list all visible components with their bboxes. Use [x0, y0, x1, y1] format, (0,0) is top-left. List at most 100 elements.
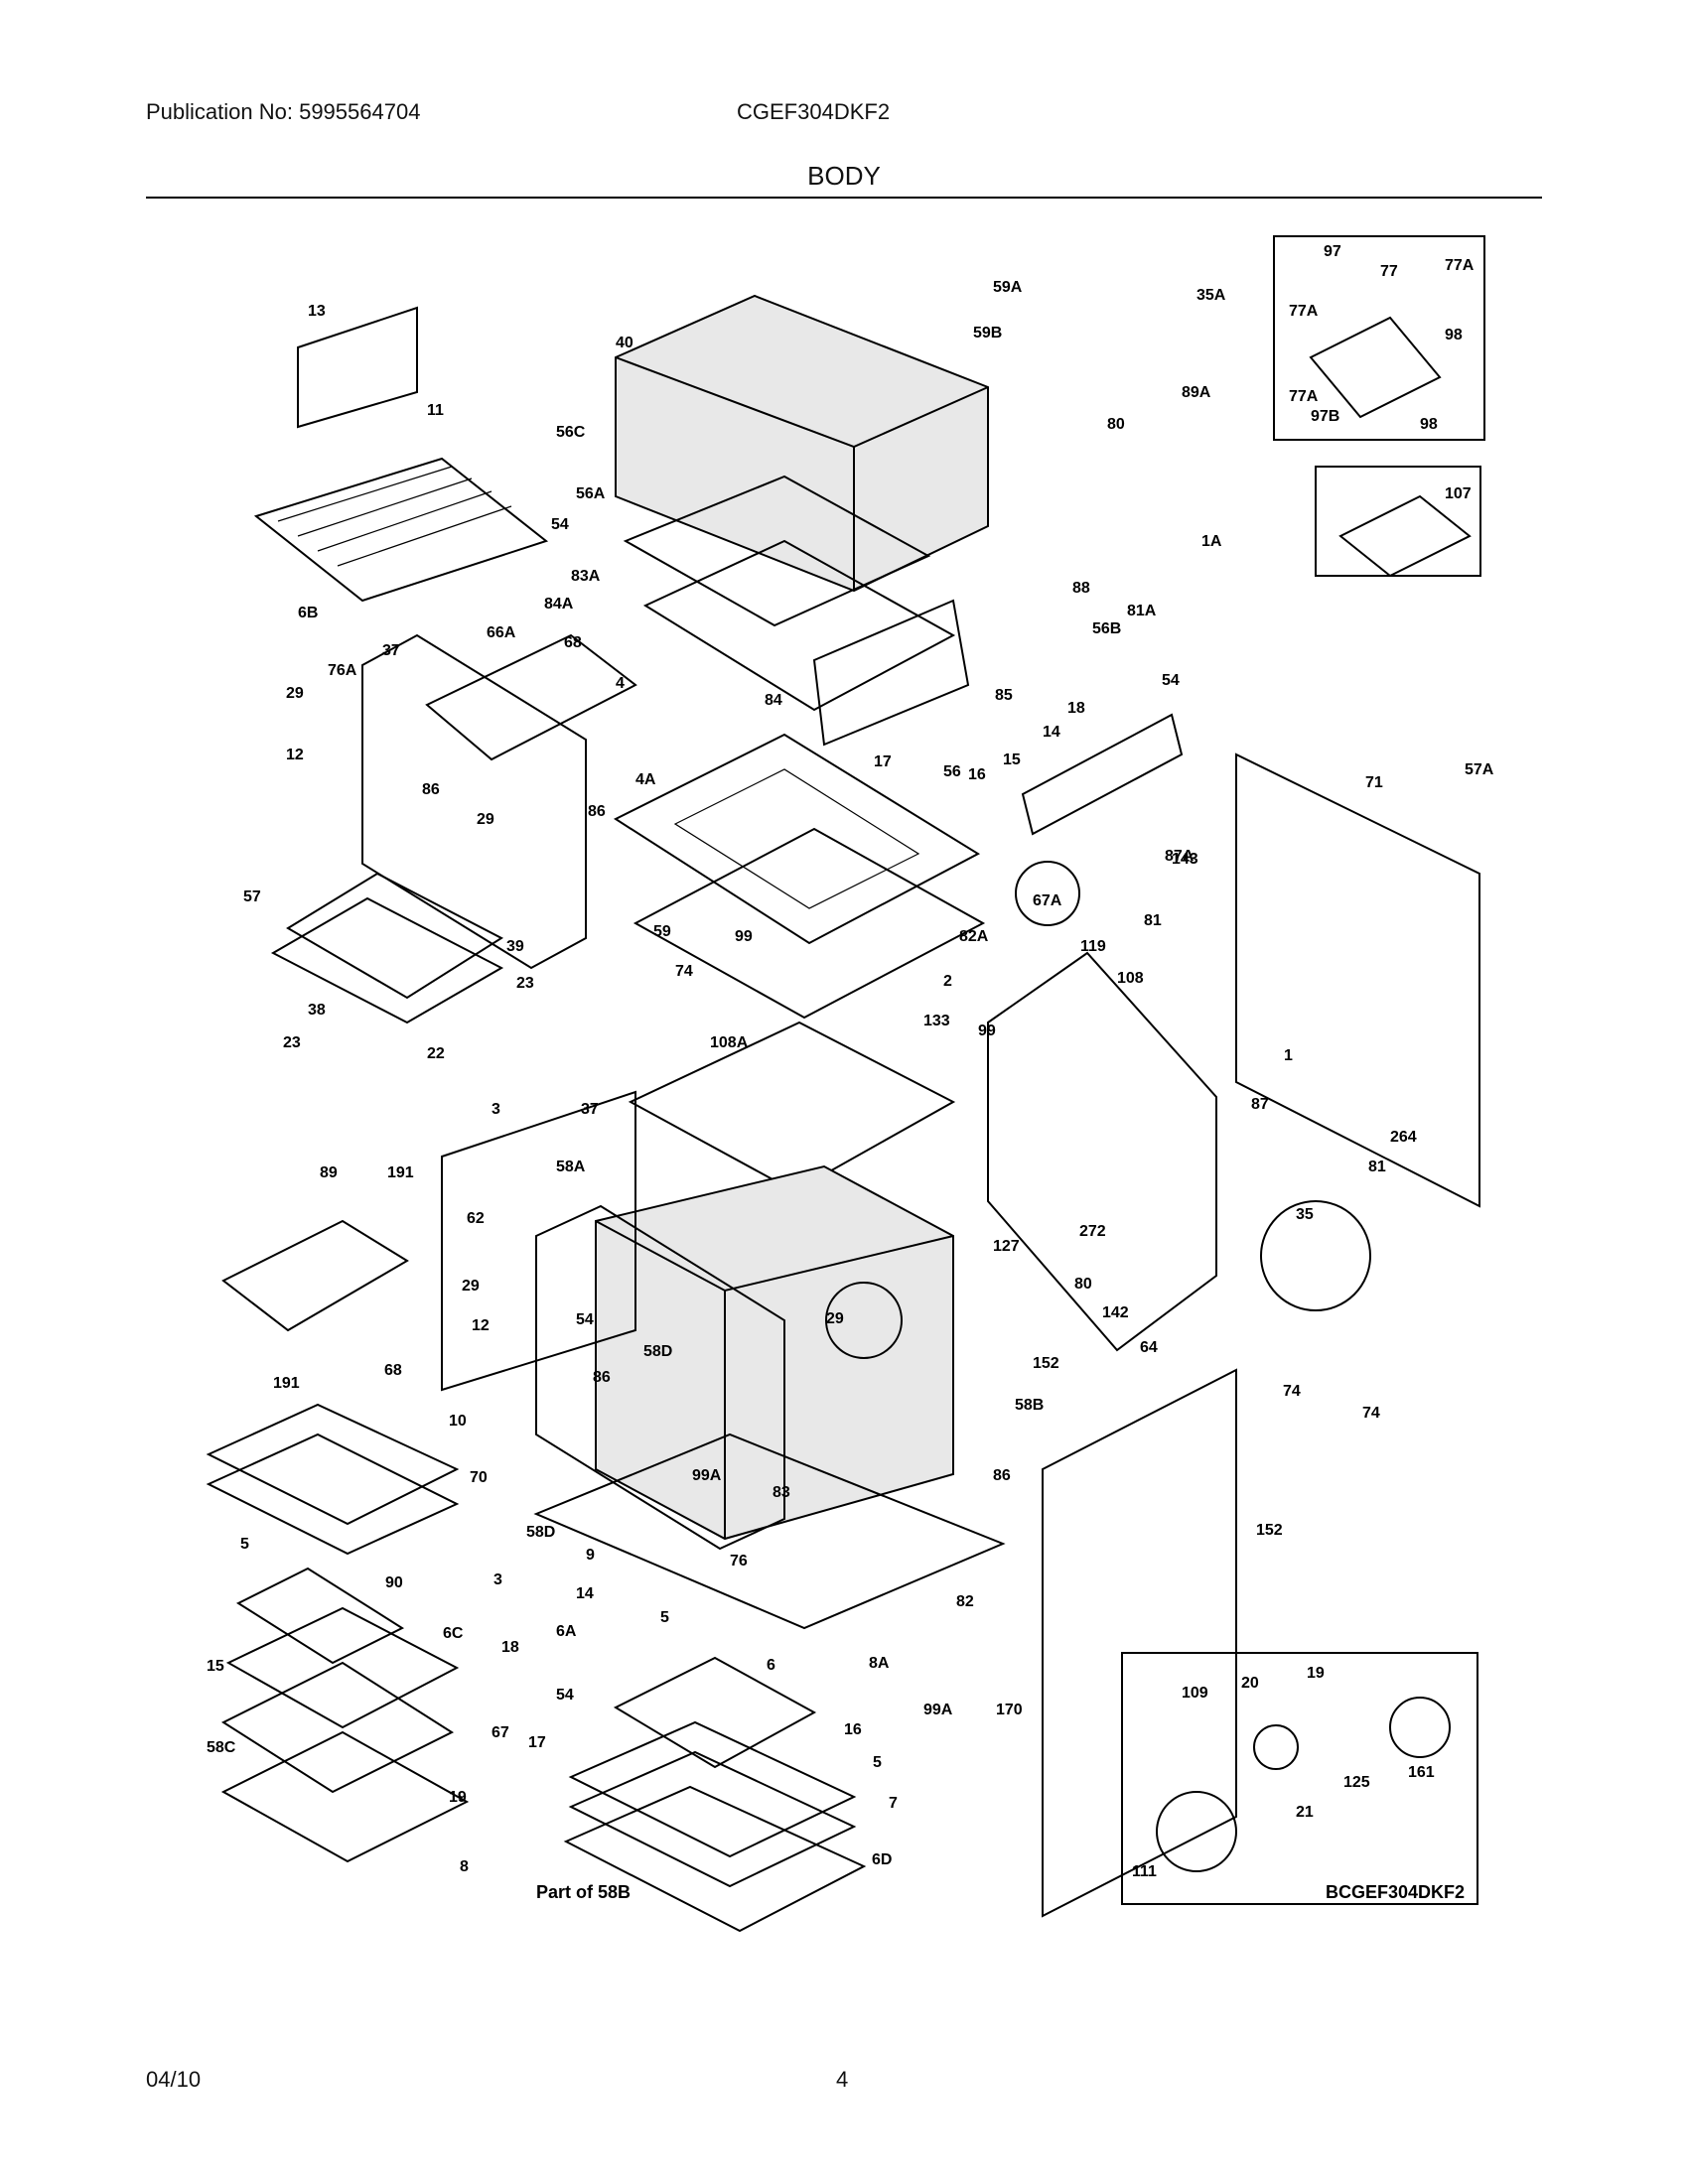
callout-label: 19 [1307, 1665, 1325, 1682]
callout-label: 90 [385, 1574, 403, 1591]
callout-label: 59 [653, 923, 671, 940]
inset-box-97 [1315, 466, 1481, 577]
callout-label: 20 [1241, 1675, 1259, 1692]
callout-label: 58B [1015, 1397, 1044, 1414]
panel-67a [286, 872, 504, 1000]
callout-label: 119 [1080, 938, 1106, 955]
callout-label: 99A [923, 1702, 953, 1718]
callout-label: 71 [1365, 774, 1383, 791]
callout-label: 15 [1003, 751, 1021, 768]
callout-label: 11 [427, 402, 444, 419]
callout-label: 6B [298, 605, 318, 621]
callout-label: 81 [1144, 912, 1162, 929]
callout-label: 191 [387, 1164, 414, 1181]
model-number: CGEF304DKF2 [737, 99, 891, 124]
callout-label: 22 [427, 1045, 445, 1062]
callout-label: 108A [710, 1034, 749, 1051]
side-panel-3-left [441, 1090, 636, 1392]
callout-label: 67 [492, 1724, 509, 1741]
control-board-97b [1309, 316, 1442, 419]
rack-6a [225, 1606, 460, 1729]
callout-label: 109 [1182, 1685, 1208, 1702]
callout-label: 143 [1172, 851, 1198, 868]
door-frame-lower [535, 1204, 785, 1551]
detail-circle-119 [1015, 861, 1080, 926]
panel-4 [642, 539, 956, 712]
callout-label: 12 [472, 1317, 490, 1334]
callout-label: 85 [995, 687, 1013, 704]
detail-circle-127 [825, 1282, 903, 1359]
callout-label: 70 [470, 1469, 488, 1486]
callout-label: 57A [1465, 761, 1494, 778]
callout-label: 84A [544, 596, 574, 613]
callout-label: 13 [308, 303, 326, 320]
callout-label: 3 [493, 1571, 502, 1588]
callout-label: 111 [1132, 1863, 1157, 1880]
callout-label: 161 [1408, 1764, 1435, 1781]
broil-pan-10 [206, 1403, 460, 1526]
callout-label: 86 [422, 781, 440, 798]
callout-label: 97B [1311, 408, 1339, 425]
door-frame-upper [361, 633, 587, 970]
callout-label: 1A [1201, 533, 1222, 550]
callout-label: 67A [1033, 892, 1062, 909]
callout-label: 29 [477, 811, 494, 828]
callout-label: 6D [872, 1851, 892, 1868]
top-cabinet [615, 294, 989, 593]
callout-label: 5 [240, 1536, 249, 1553]
callout-label: 59B [973, 325, 1002, 341]
callout-label: 77 [1380, 263, 1398, 280]
callout-label: 56A [576, 485, 606, 502]
callout-label: 77A [1445, 257, 1475, 274]
callout-label: 77A [1289, 388, 1319, 405]
callout-label: 35A [1196, 287, 1226, 304]
callout-label: 58C [207, 1739, 236, 1756]
callout-label: 87A [1165, 848, 1195, 865]
callout-label: 54 [576, 1311, 594, 1328]
callout-label: 18 [1067, 700, 1085, 717]
callout-label: 107 [1445, 485, 1472, 502]
page-title: BODY [807, 161, 881, 191]
callout-label: 64 [1140, 1339, 1158, 1356]
callout-label: 56B [1092, 620, 1121, 637]
callout-label: 17 [528, 1734, 546, 1751]
publication-number: Publication No: 5995564704 [146, 99, 421, 124]
callout-label: 58A [556, 1159, 586, 1175]
header-rule [146, 197, 1542, 199]
inset-box-control-board [1273, 235, 1485, 441]
callout-label: 23 [283, 1034, 301, 1051]
callout-label: 38 [308, 1002, 326, 1019]
page-number: 4 [836, 2067, 849, 2092]
callout-label: 14 [1043, 724, 1060, 741]
callout-label: 18 [501, 1639, 519, 1656]
callout-label: 37 [581, 1101, 599, 1118]
diagram-code: BCGEF304DKF2 [1326, 1882, 1465, 1902]
callout-label: 83A [571, 568, 601, 585]
callout-label: 81A [1127, 603, 1157, 619]
rack-6d [220, 1730, 470, 1863]
callout-label: 16 [844, 1721, 862, 1738]
callout-label: 62 [467, 1210, 485, 1227]
callout-label: 7 [889, 1795, 898, 1812]
callout-label: 272 [1079, 1223, 1106, 1240]
callout-label: 40 [616, 335, 633, 351]
callout-label: 83 [773, 1484, 790, 1501]
callout-labels: 13 11 40 59A 35A 59B 56C 89A 80 1A 56A 5… [207, 243, 1494, 1902]
callout-label: 1 [1284, 1047, 1293, 1064]
callout-label: 54 [1162, 672, 1180, 689]
callout-label: 57 [243, 888, 261, 905]
callout-label: 14 [576, 1585, 594, 1602]
callout-label: 125 [1343, 1774, 1370, 1791]
callout-label: 5 [660, 1609, 669, 1626]
callout-label: 82 [956, 1593, 974, 1610]
callout-label: 17 [874, 753, 892, 770]
callout-label: 98 [1420, 416, 1438, 433]
control-board-97 [1338, 494, 1472, 578]
callout-label: 54 [556, 1687, 574, 1704]
side-panel-3-right [1042, 1368, 1237, 1918]
callout-label: 89 [320, 1164, 338, 1181]
callout-label: 108 [1117, 970, 1144, 987]
callout-label: 68 [384, 1362, 402, 1379]
callout-label: 88 [1072, 580, 1090, 597]
